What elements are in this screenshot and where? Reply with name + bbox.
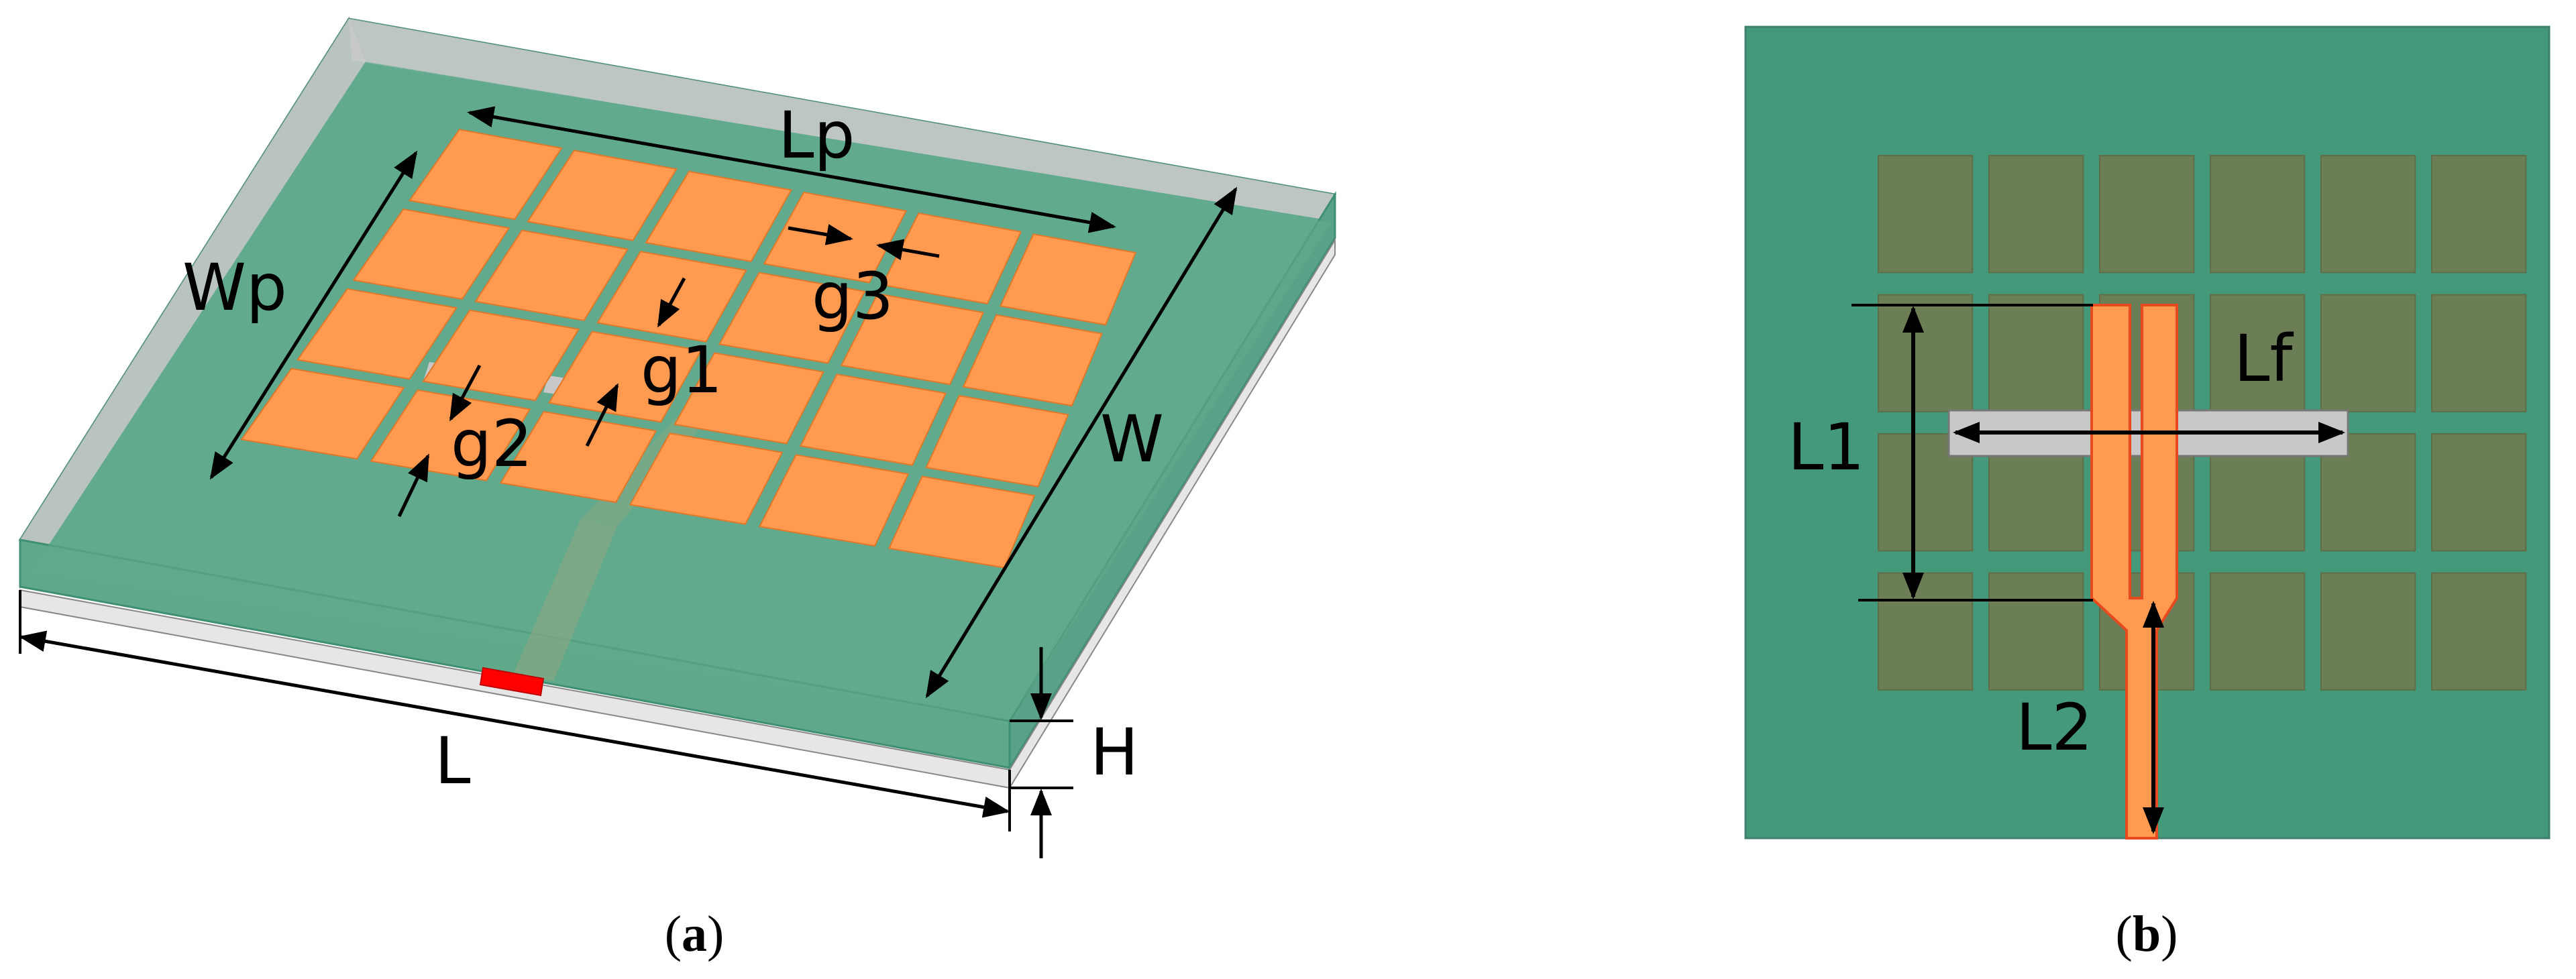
patch-cell-top — [1878, 294, 1974, 412]
label-g2: g2 — [451, 406, 533, 481]
label-h: H — [1090, 715, 1138, 790]
patch-cell — [596, 250, 747, 343]
patch-cell-top — [1988, 294, 2084, 412]
gap-arrow-g1-bottom — [585, 383, 619, 447]
patch-cell-top — [1878, 155, 1974, 274]
patch-cell-top — [2431, 572, 2527, 691]
patch-cell-top — [1988, 155, 2084, 274]
caption-b: (b) — [2116, 906, 2178, 962]
patch-cell-top — [2431, 294, 2527, 412]
patch-cell-top — [2320, 155, 2416, 274]
patch-cell — [799, 373, 947, 466]
patch-cell — [499, 410, 657, 504]
patch-cell — [474, 229, 629, 321]
gap-arrow-g2-top — [449, 364, 482, 422]
label-g1: g1 — [641, 333, 722, 408]
patch-cell — [674, 352, 824, 445]
patch-cell-top — [1878, 572, 1974, 691]
label-wp: Wp — [182, 250, 287, 325]
label-lp: Lp — [778, 98, 855, 173]
panel-a: Lp Wp W L H g3 g1 g2 (a) — [18, 16, 1337, 962]
patch-cell-top — [2320, 572, 2416, 691]
label-w: W — [1100, 402, 1164, 477]
dim-line-l — [19, 630, 1010, 818]
gap-arrow-g1-top — [657, 277, 686, 328]
patch-cell-top — [2099, 155, 2195, 274]
patch-cell-top — [2210, 294, 2306, 412]
patch-cell-top — [2210, 155, 2306, 274]
patch-cell-top — [2431, 433, 2527, 552]
gap-arrow-g3-left — [788, 224, 853, 245]
patch-cell-top — [2320, 294, 2416, 412]
label-l1: L1 — [1788, 410, 1865, 485]
panel-b: L1 Lf L2 (b) — [1744, 25, 2551, 962]
label-g3: g3 — [812, 259, 894, 334]
patch-cell — [629, 432, 784, 525]
patch-cell — [422, 309, 580, 402]
label-l: L — [435, 724, 470, 799]
caption-a: (a) — [665, 906, 724, 962]
label-lf: Lf — [2234, 321, 2294, 396]
patch-cell — [758, 454, 910, 547]
dim-line-w — [925, 186, 1238, 699]
patch-cell-top — [1988, 572, 2084, 691]
dim-line-wp — [209, 150, 418, 480]
label-l2: L2 — [2016, 690, 2093, 765]
gap-arrow-g3-right — [876, 239, 940, 261]
gap-arrow-g2-bottom — [397, 453, 430, 518]
patch-cell-top — [2210, 572, 2306, 691]
patch-cell-top — [2431, 155, 2527, 274]
patch-cell — [547, 331, 702, 423]
patch-cell — [718, 272, 866, 364]
